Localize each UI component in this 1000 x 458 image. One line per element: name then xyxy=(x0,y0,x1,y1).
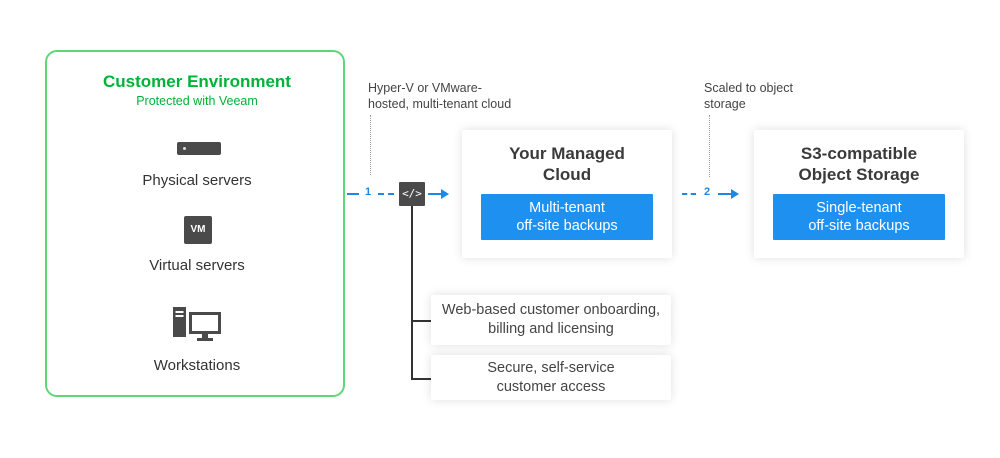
step1-arrow-line xyxy=(428,193,442,195)
customer-environment-title: Customer Environment xyxy=(103,72,291,91)
server-icon xyxy=(177,142,221,155)
step2-arrow-line xyxy=(718,193,732,195)
storage-note: Scaled to object storage xyxy=(704,81,793,111)
feature-self-service-box: Secure, self-service customer access xyxy=(431,355,671,400)
step2-number: 2 xyxy=(701,186,714,198)
customer-environment-panel: Customer Environment Protected with Veea… xyxy=(45,50,345,397)
physical-servers-label: Physical servers xyxy=(142,172,252,189)
workstations-label: Workstations xyxy=(153,357,241,374)
step1-number: 1 xyxy=(362,186,375,198)
feature-tree-branch-1 xyxy=(411,320,431,322)
step1-dash-left xyxy=(347,193,359,195)
step1-arrowhead xyxy=(441,189,449,199)
cloud-note-guide xyxy=(370,115,371,175)
object-storage-card: S3-compatible Object Storage Single-tena… xyxy=(754,130,964,258)
managed-cloud-title: Your Managed Cloud xyxy=(509,144,625,184)
storage-note-guide xyxy=(709,115,710,177)
vm-icon: VM xyxy=(184,216,212,244)
feature-onboarding-text: Web-based customer onboarding, billing a… xyxy=(441,302,661,337)
multi-tenant-backups-box: Multi-tenant off-site backups xyxy=(481,194,653,240)
step2-arrowhead xyxy=(731,189,739,199)
step2-dash-left xyxy=(682,193,696,195)
step1-dash-right xyxy=(378,193,394,195)
feature-tree-branch-2 xyxy=(411,378,431,380)
cloud-note: Hyper-V or VMware- hosted, multi-tenant … xyxy=(368,81,512,111)
feature-self-service-text: Secure, self-service customer access xyxy=(487,360,615,395)
code-icon: </> xyxy=(399,182,425,206)
customer-environment-subtitle: Protected with Veeam xyxy=(136,94,258,108)
object-storage-title: S3-compatible Object Storage xyxy=(798,144,920,184)
feature-tree-trunk xyxy=(411,206,413,380)
single-tenant-backups-box: Single-tenant off-site backups xyxy=(773,194,945,240)
workstation-icon xyxy=(173,307,221,341)
virtual-servers-label: Virtual servers xyxy=(149,257,245,274)
feature-onboarding-box: Web-based customer onboarding, billing a… xyxy=(431,295,671,345)
managed-cloud-card: Your Managed Cloud Multi-tenant off-site… xyxy=(462,130,672,258)
